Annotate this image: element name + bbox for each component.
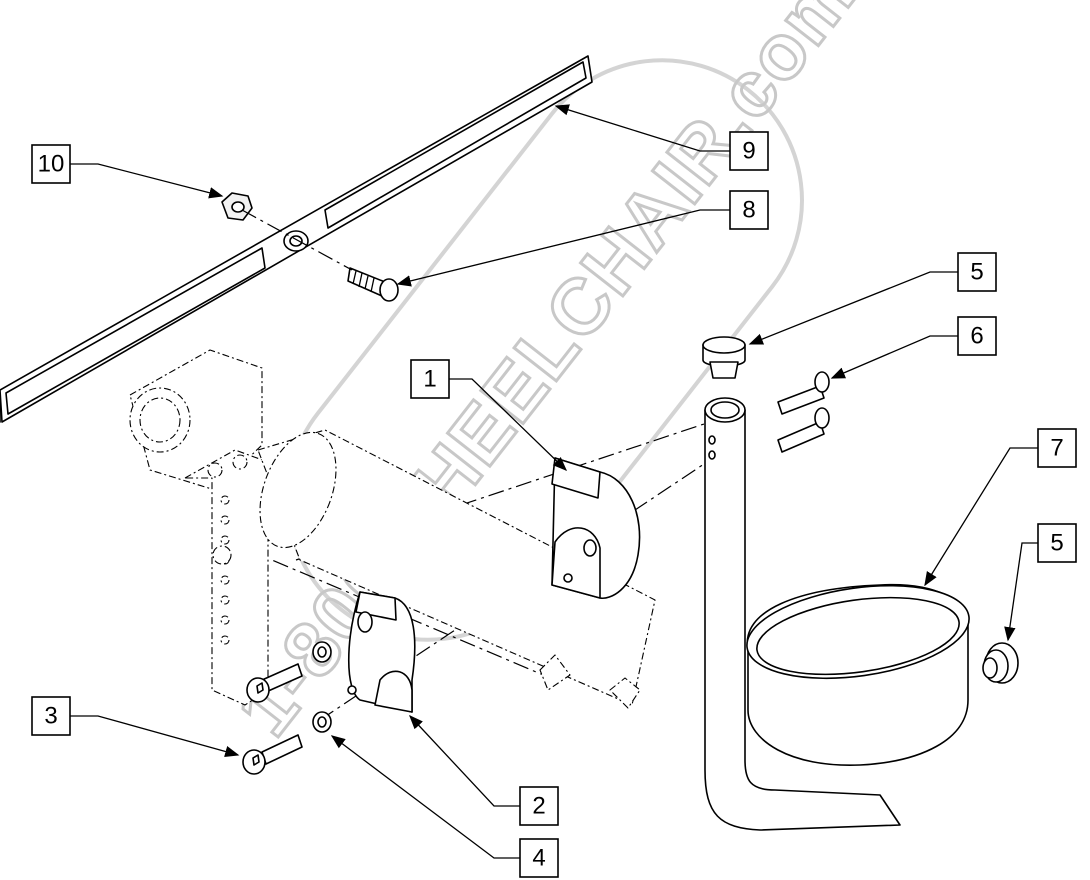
strap-washer	[283, 230, 309, 252]
callout-4: 4	[519, 838, 559, 878]
callout-label: 7	[1050, 435, 1063, 462]
lower-clamp-part	[347, 591, 416, 713]
callout-label: 10	[38, 151, 65, 178]
leader-lines	[70, 104, 1038, 859]
callout-label: 3	[44, 703, 57, 730]
callout-3: 3	[31, 696, 71, 736]
callout-label: 5	[1050, 530, 1063, 557]
callout-7: 7	[1037, 428, 1077, 468]
callout-10: 10	[31, 144, 71, 184]
callout-box	[1037, 523, 1077, 563]
end-cap-parts	[702, 336, 1019, 684]
callout-box	[519, 786, 559, 826]
callout-box	[1037, 428, 1077, 468]
callout-label: 4	[532, 845, 545, 872]
callout-box	[729, 131, 769, 171]
upper-clamp-part	[551, 457, 641, 600]
callout-5-right: 5	[1037, 523, 1077, 563]
washer-parts	[312, 641, 332, 733]
callout-5-top: 5	[957, 252, 997, 292]
watermark-ring	[286, 58, 804, 642]
callout-box	[410, 359, 450, 399]
callout-6: 6	[957, 316, 997, 356]
callout-box	[519, 838, 559, 878]
callout-label: 6	[970, 323, 983, 350]
cup-holder-part	[704, 397, 970, 831]
callout-9: 8	[729, 190, 769, 230]
callout-label: 1	[423, 366, 436, 393]
callout-box	[957, 252, 997, 292]
callout-label: 5	[970, 259, 983, 286]
callout-label: 9	[742, 138, 755, 165]
callout-1: 1	[410, 359, 450, 399]
callout-box	[31, 144, 71, 184]
cap-screw-parts	[242, 663, 303, 775]
callout-2: 2	[519, 786, 559, 826]
callout-label: 2	[532, 793, 545, 820]
nut-part	[221, 192, 253, 221]
screw-parts-6	[777, 371, 830, 453]
reference-bracket-assembly	[129, 349, 656, 709]
screw-part-9	[347, 267, 399, 302]
callout-box	[31, 696, 71, 736]
callout-box	[957, 316, 997, 356]
callout-label: 8	[742, 197, 755, 224]
callout-box	[729, 190, 769, 230]
callout-8: 9	[729, 131, 769, 171]
